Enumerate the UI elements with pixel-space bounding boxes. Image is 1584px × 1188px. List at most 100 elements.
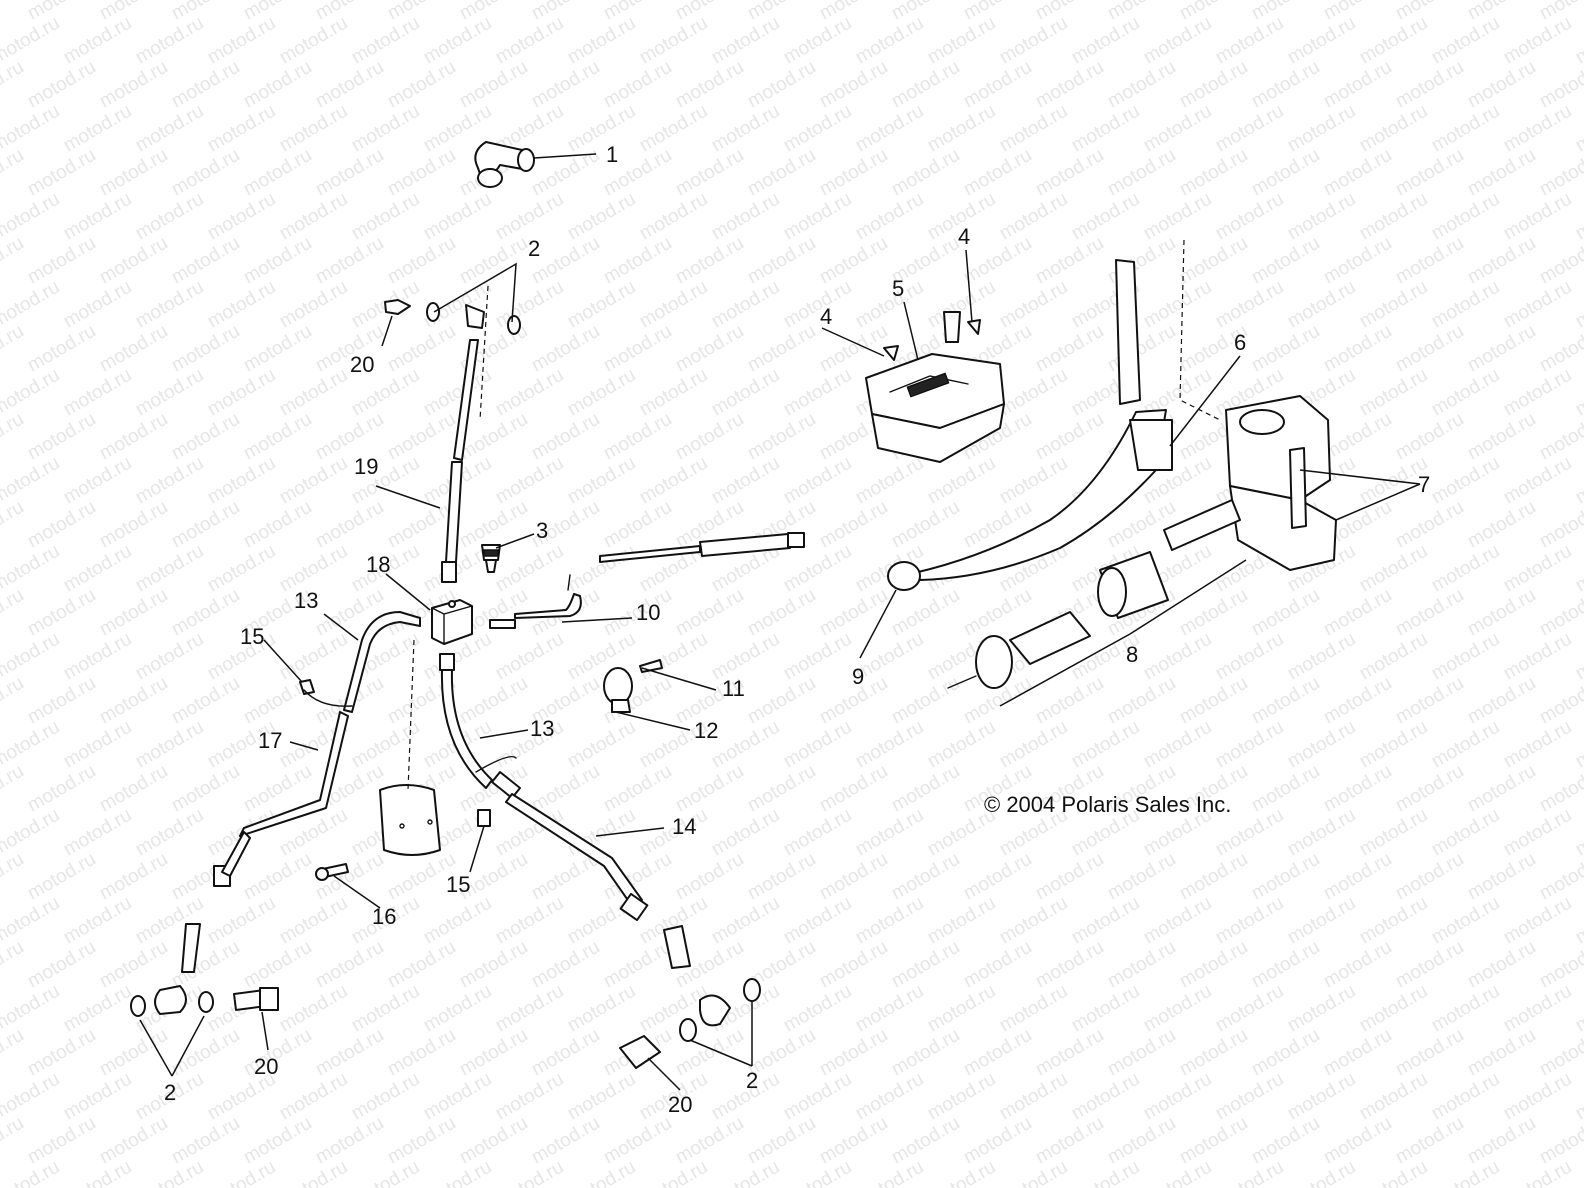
- watermark-text: motod.ru: [204, 1157, 279, 1188]
- watermark-text: motod.ru: [1428, 189, 1503, 245]
- watermark-text: motod.ru: [1500, 541, 1575, 597]
- watermark-text: motod.ru: [816, 321, 891, 377]
- watermark-text: motod.ru: [96, 673, 171, 729]
- watermark-text: motod.ru: [420, 189, 495, 245]
- watermark-text: motod.ru: [600, 233, 675, 289]
- watermark-text: motod.ru: [204, 893, 279, 949]
- watermark-text: motod.ru: [1248, 0, 1323, 24]
- watermark-text: motod.ru: [276, 277, 351, 333]
- watermark-text: motod.ru: [636, 13, 711, 69]
- watermark-text: motod.ru: [168, 585, 243, 641]
- watermark-text: motod.ru: [636, 365, 711, 421]
- watermark-text: motod.ru: [1320, 233, 1395, 289]
- watermark-text: motod.ru: [24, 0, 99, 24]
- watermark-text: motod.ru: [924, 717, 999, 773]
- watermark-text: motod.ru: [1032, 233, 1107, 289]
- watermark-text: motod.ru: [204, 189, 279, 245]
- watermark-text: motod.ru: [24, 761, 99, 817]
- watermark-text: motod.ru: [0, 321, 27, 377]
- watermark-text: motod.ru: [924, 1157, 999, 1188]
- watermark-text: motod.ru: [1284, 13, 1359, 69]
- watermark-text: motod.ru: [456, 1025, 531, 1081]
- watermark-text: motod.ru: [276, 453, 351, 509]
- watermark-text: motod.ru: [24, 497, 99, 553]
- watermark-text: motod.ru: [1176, 1113, 1251, 1169]
- callout-4-left: 4: [820, 304, 832, 329]
- watermark-text: motod.ru: [1140, 629, 1215, 685]
- watermark-text: motod.ru: [780, 189, 855, 245]
- watermark-text: motod.ru: [1068, 717, 1143, 773]
- watermark-text: motod.ru: [1320, 761, 1395, 817]
- watermark-text: motod.ru: [24, 1025, 99, 1081]
- watermark-text: motod.ru: [1500, 717, 1575, 773]
- watermark-text: motod.ru: [996, 717, 1071, 773]
- watermark-text: motod.ru: [96, 321, 171, 377]
- watermark-text: motod.ru: [204, 365, 279, 421]
- watermark-text: motod.ru: [780, 277, 855, 333]
- callout-2-bottom-left: 2: [164, 1080, 176, 1105]
- watermark-text: motod.ru: [168, 673, 243, 729]
- watermark-text: motod.ru: [1428, 1157, 1503, 1188]
- callout-4-right: 4: [958, 224, 970, 249]
- watermark-text: motod.ru: [1284, 101, 1359, 157]
- watermark-text: motod.ru: [960, 0, 1035, 24]
- watermark-text: motod.ru: [96, 57, 171, 113]
- watermark-text: motod.ru: [1356, 629, 1431, 685]
- watermark-text: motod.ru: [1176, 0, 1251, 24]
- watermark-text: motod.ru: [780, 1069, 855, 1125]
- watermark-text: motod.ru: [636, 189, 711, 245]
- watermark-text: motod.ru: [492, 1157, 567, 1188]
- watermark-text: motod.ru: [780, 893, 855, 949]
- watermark-text: motod.ru: [1356, 717, 1431, 773]
- watermark-text: motod.ru: [1500, 629, 1575, 685]
- watermark-text: motod.ru: [60, 277, 135, 333]
- watermark-text: motod.ru: [24, 145, 99, 201]
- watermark-text: motod.ru: [312, 937, 387, 993]
- watermark-text: motod.ru: [1464, 1025, 1539, 1081]
- watermark-text: motod.ru: [780, 453, 855, 509]
- watermark-text: motod.ru: [744, 145, 819, 201]
- callout-12: 12: [694, 718, 718, 743]
- watermark-text: motod.ru: [384, 0, 459, 24]
- watermark-text: motod.ru: [1248, 321, 1323, 377]
- upper-hose-assembly: [384, 285, 521, 583]
- watermark-text: motod.ru: [1320, 673, 1395, 729]
- watermark-text: motod.ru: [1320, 0, 1395, 24]
- watermark-text: motod.ru: [852, 717, 927, 773]
- watermark-text: motod.ru: [24, 321, 99, 377]
- watermark-text: motod.ru: [24, 233, 99, 289]
- watermark-text: motod.ru: [420, 981, 495, 1037]
- watermark-text: motod.ru: [1428, 805, 1503, 861]
- watermark-text: motod.ru: [168, 409, 243, 465]
- watermark-text: motod.ru: [132, 277, 207, 333]
- watermark-text: motod.ru: [1500, 453, 1575, 509]
- watermark-text: motod.ru: [1500, 893, 1575, 949]
- watermark-text: motod.ru: [600, 761, 675, 817]
- watermark-text: motod.ru: [708, 805, 783, 861]
- watermark-text: motod.ru: [564, 277, 639, 333]
- watermark-text: motod.ru: [312, 1113, 387, 1169]
- watermark-text: motod.ru: [996, 277, 1071, 333]
- watermark-text: motod.ru: [1500, 189, 1575, 245]
- watermark-text: motod.ru: [204, 13, 279, 69]
- watermark-text: motod.ru: [24, 937, 99, 993]
- watermark-text: motod.ru: [384, 321, 459, 377]
- watermark-text: motod.ru: [240, 233, 315, 289]
- watermark-text: motod.ru: [1356, 365, 1431, 421]
- watermark-text: motod.ru: [1572, 365, 1584, 421]
- watermark-text: motod.ru: [996, 981, 1071, 1037]
- watermark-text: motod.ru: [888, 497, 963, 553]
- brake-switch-3: [481, 544, 501, 573]
- watermark-text: motod.ru: [384, 937, 459, 993]
- watermark-text: motod.ru: [780, 981, 855, 1037]
- watermark-text: motod.ru: [204, 453, 279, 509]
- watermark-text: motod.ru: [852, 101, 927, 157]
- watermark-text: motod.ru: [816, 145, 891, 201]
- watermark-text: motod.ru: [420, 1069, 495, 1125]
- watermark-text: motod.ru: [240, 497, 315, 553]
- watermark-text: motod.ru: [384, 409, 459, 465]
- watermark-text: motod.ru: [420, 893, 495, 949]
- watermark-text: motod.ru: [528, 937, 603, 993]
- watermark-text: motod.ru: [1248, 233, 1323, 289]
- watermark-text: motod.ru: [1320, 1025, 1395, 1081]
